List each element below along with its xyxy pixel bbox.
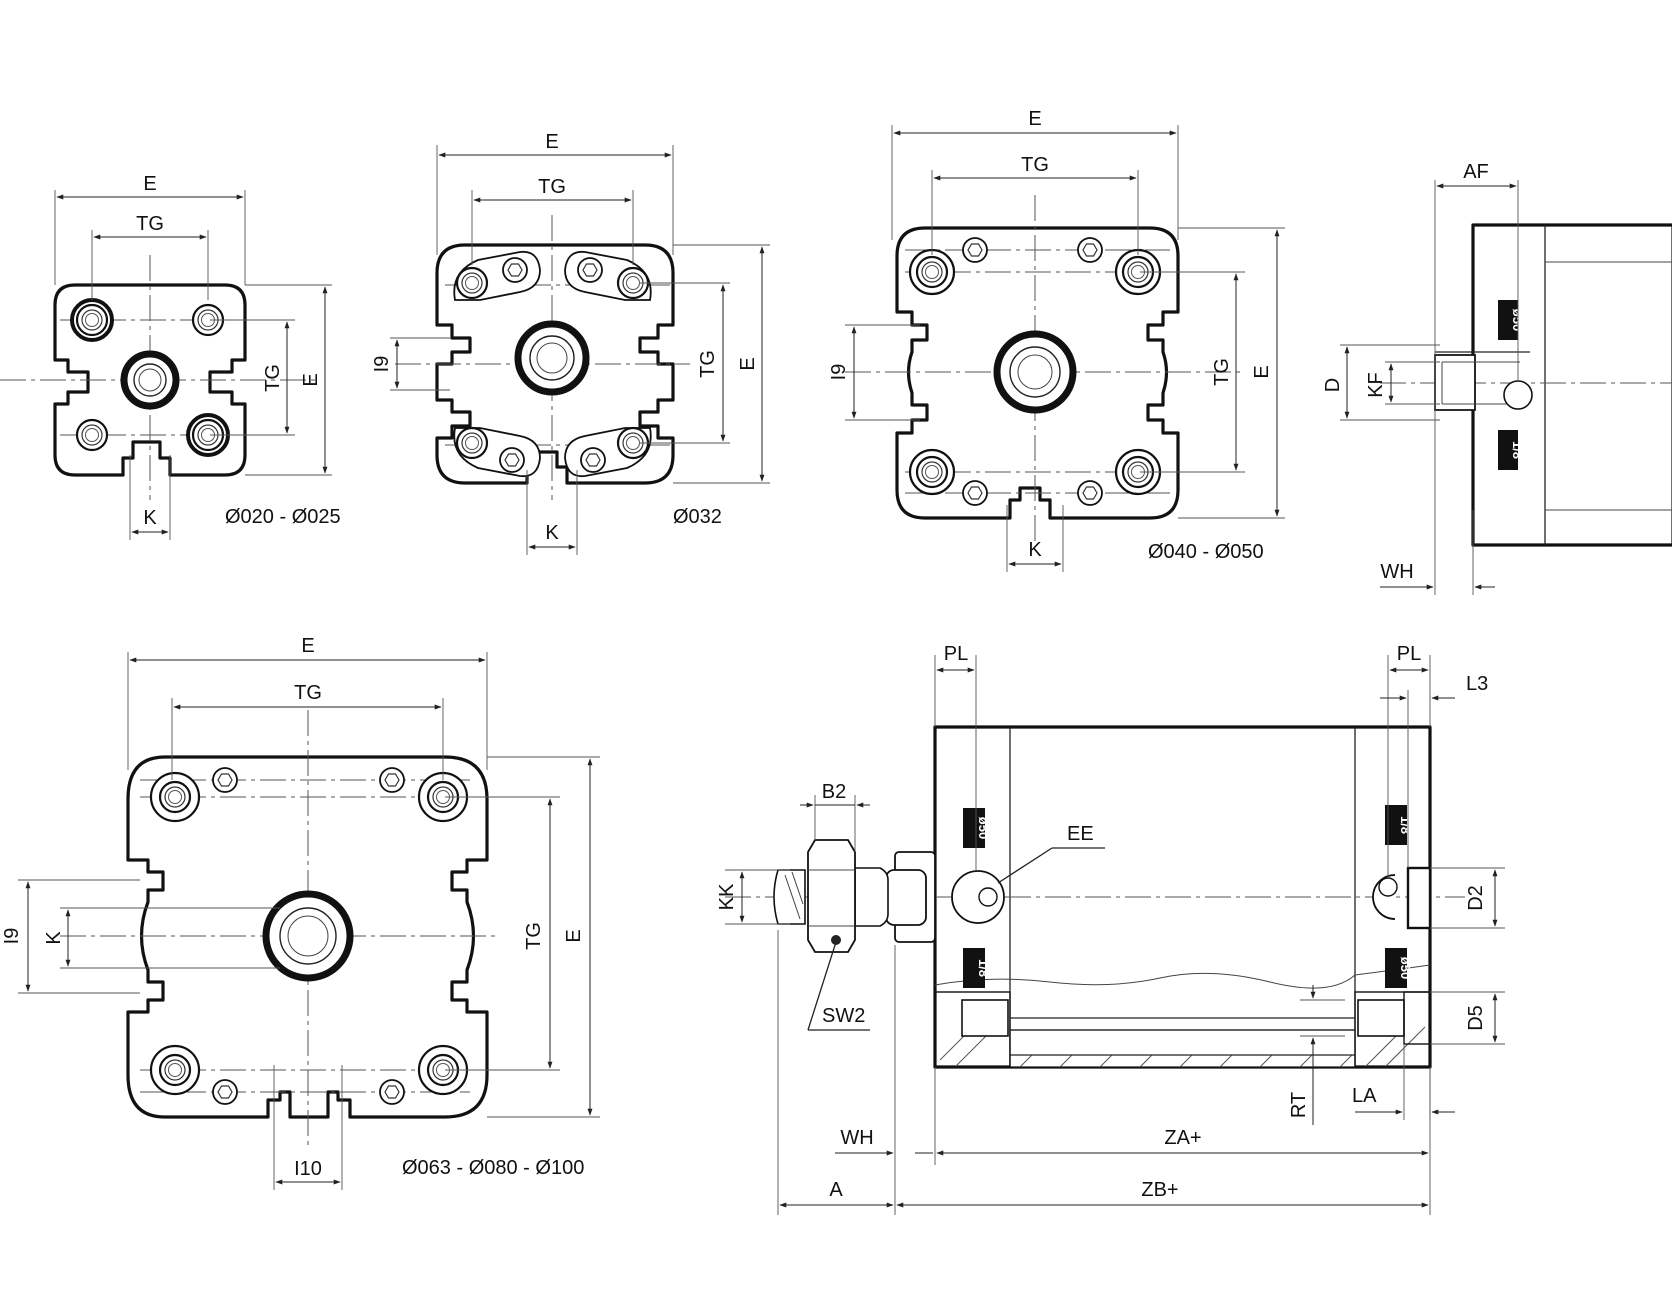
large-socket-tr	[379, 767, 405, 793]
d32-clamp-tl	[453, 250, 541, 301]
d40-k-label: K	[1028, 539, 1042, 561]
small-bolt-bl	[75, 418, 109, 452]
d40-socket-bl	[962, 480, 988, 506]
view-d32: E TG TG E I9 K Ø032	[371, 131, 770, 555]
side-af-label: AF	[1463, 161, 1489, 183]
large-e-label: E	[301, 635, 314, 657]
d40-end-plate	[895, 226, 1180, 520]
small-piston-rod	[120, 350, 180, 410]
d32-k-label: K	[545, 522, 559, 544]
view-side-detail: ø50 1/8 WH AF D KF	[1322, 161, 1672, 595]
small-e-label: E	[143, 173, 156, 195]
side-thread-tag: ø50	[1510, 309, 1525, 331]
d40-e-label: E	[1028, 108, 1041, 130]
tie-rod-bore-left	[934, 991, 1011, 1068]
view-d40: E TG TG E I9 K Ø040 - Ø050	[828, 108, 1285, 572]
small-tg-v-label: TG	[262, 364, 284, 392]
side-body	[1471, 223, 1672, 547]
pl-left-label: PL	[944, 643, 968, 665]
d40-i9-label: I9	[828, 364, 850, 381]
kk-label: KK	[716, 883, 738, 910]
rod-lock-nut	[807, 839, 856, 953]
d32-size-label: Ø032	[673, 506, 722, 528]
la-label: LA	[1352, 1085, 1377, 1107]
d32-tg-label: TG	[538, 176, 566, 198]
view-longitudinal: ø50 1/8 1/8 ø50	[716, 643, 1505, 1215]
small-e-v-label: E	[300, 373, 322, 386]
port-rear	[1372, 866, 1432, 930]
zb-label: ZB+	[1141, 1179, 1178, 1201]
d32-tg-v-label: TG	[697, 350, 719, 378]
l3-label: L3	[1466, 673, 1488, 695]
small-size-label: Ø020 - Ø025	[225, 506, 341, 528]
port-front	[951, 870, 1005, 924]
large-socket-bl	[212, 1079, 238, 1105]
side-wh-label: WH	[1380, 561, 1413, 583]
large-end-plate	[126, 755, 489, 1119]
d40-tg-v-label: TG	[1211, 358, 1233, 386]
rear-port-tag: 1/8	[1398, 816, 1413, 834]
d40-size-label: Ø040 - Ø050	[1148, 541, 1264, 563]
pl-right-label: PL	[1397, 643, 1421, 665]
d40-bolt-bl	[908, 448, 956, 496]
view-large-bore: E TG TG E I9 K I10 Ø063 - Ø080 - Ø100	[1, 635, 600, 1190]
side-d-label: D	[1322, 378, 1344, 392]
large-e-v-label: E	[563, 929, 585, 942]
side-port-tag: 1/8	[1510, 441, 1525, 459]
rear-thread-tag: ø50	[1398, 957, 1413, 979]
small-tg-label: TG	[136, 213, 164, 235]
d40-socket-br	[1077, 480, 1103, 506]
d32-clamp-bl	[453, 426, 541, 478]
large-size-label: Ø063 - Ø080 - Ø100	[402, 1157, 584, 1179]
d32-e-label: E	[545, 131, 558, 153]
d40-e-v-label: E	[1251, 365, 1273, 378]
small-end-plate	[53, 283, 247, 477]
d32-piston-rod	[514, 320, 590, 396]
large-tg-label: TG	[294, 682, 322, 704]
d40-socket-tr	[1077, 237, 1103, 263]
large-socket-tl	[212, 767, 238, 793]
d40-piston-rod	[993, 330, 1077, 414]
large-tg-v-label: TG	[523, 922, 545, 950]
side-kf-label: KF	[1365, 372, 1387, 398]
d32-clamp-br	[564, 426, 652, 478]
d32-i9-label: I9	[371, 356, 393, 373]
large-i9-label: I9	[1, 928, 23, 945]
sw2-label: SW2	[822, 1005, 865, 1027]
front-port-tag: 1/8	[976, 959, 991, 977]
d40-bolt-tl	[908, 248, 956, 296]
section-hatching	[939, 1026, 1426, 1068]
large-piston-rod	[262, 890, 354, 982]
d5-label: D5	[1465, 1005, 1487, 1031]
d32-e-v-label: E	[737, 357, 759, 370]
large-bolt-bl	[149, 1044, 201, 1096]
wh-label: WH	[840, 1127, 873, 1149]
d40-socket-tl	[962, 237, 988, 263]
rt-label: RT	[1288, 1092, 1310, 1118]
d40-tg-label: TG	[1021, 154, 1049, 176]
side-rod-end	[1434, 351, 1533, 411]
large-i10-label: I10	[294, 1158, 322, 1180]
d32-clamp-tr	[564, 250, 652, 301]
za-label: ZA+	[1164, 1127, 1201, 1149]
large-socket-br	[379, 1079, 405, 1105]
small-bolt-tl	[70, 298, 114, 342]
b2-label: B2	[822, 781, 846, 803]
ee-label: EE	[1067, 823, 1094, 845]
tie-rod-bore-right	[1354, 991, 1431, 1068]
d2-label: D2	[1465, 885, 1487, 911]
large-k-label: K	[43, 931, 65, 945]
small-k-label: K	[143, 507, 157, 529]
a-label: A	[829, 1179, 843, 1201]
d32-end-plate	[435, 243, 675, 485]
large-bolt-tl	[149, 771, 201, 823]
view-small-bore: E TG TG E K Ø020 - Ø025	[0, 173, 341, 540]
front-thread-tag: ø50	[976, 817, 991, 839]
